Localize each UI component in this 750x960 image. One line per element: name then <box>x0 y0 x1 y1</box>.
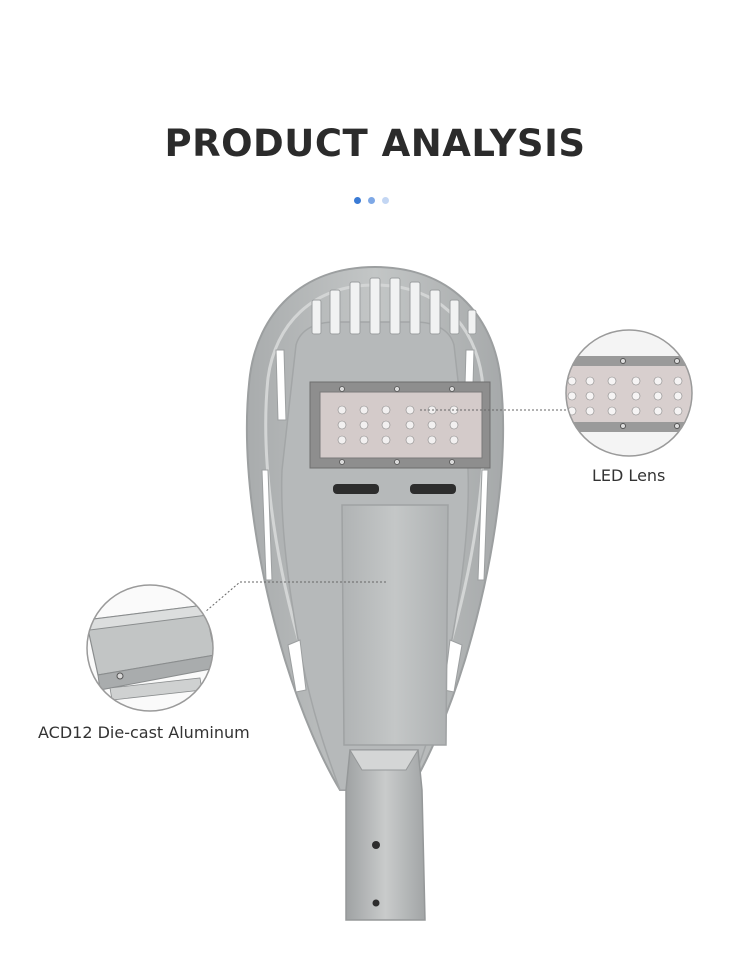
dot-3[interactable] <box>382 197 389 204</box>
pole-arm <box>345 749 426 921</box>
aluminum-zoom <box>86 584 214 712</box>
driver-cover <box>341 504 449 746</box>
led-lens-zoom <box>565 329 693 457</box>
carousel-dots <box>354 197 396 205</box>
page-title: PRODUCT ANALYSIS <box>164 122 586 165</box>
aluminum-leader-line <box>204 581 386 613</box>
cooling-fins <box>311 277 477 335</box>
led-module <box>309 381 491 469</box>
aluminum-label: ACD12 Die-cast Aluminum <box>38 723 250 742</box>
led-lens-label: LED Lens <box>592 466 666 485</box>
vent-left <box>333 484 379 494</box>
vent-right <box>410 484 456 494</box>
dot-2[interactable] <box>368 197 375 204</box>
dot-1[interactable] <box>354 197 361 204</box>
